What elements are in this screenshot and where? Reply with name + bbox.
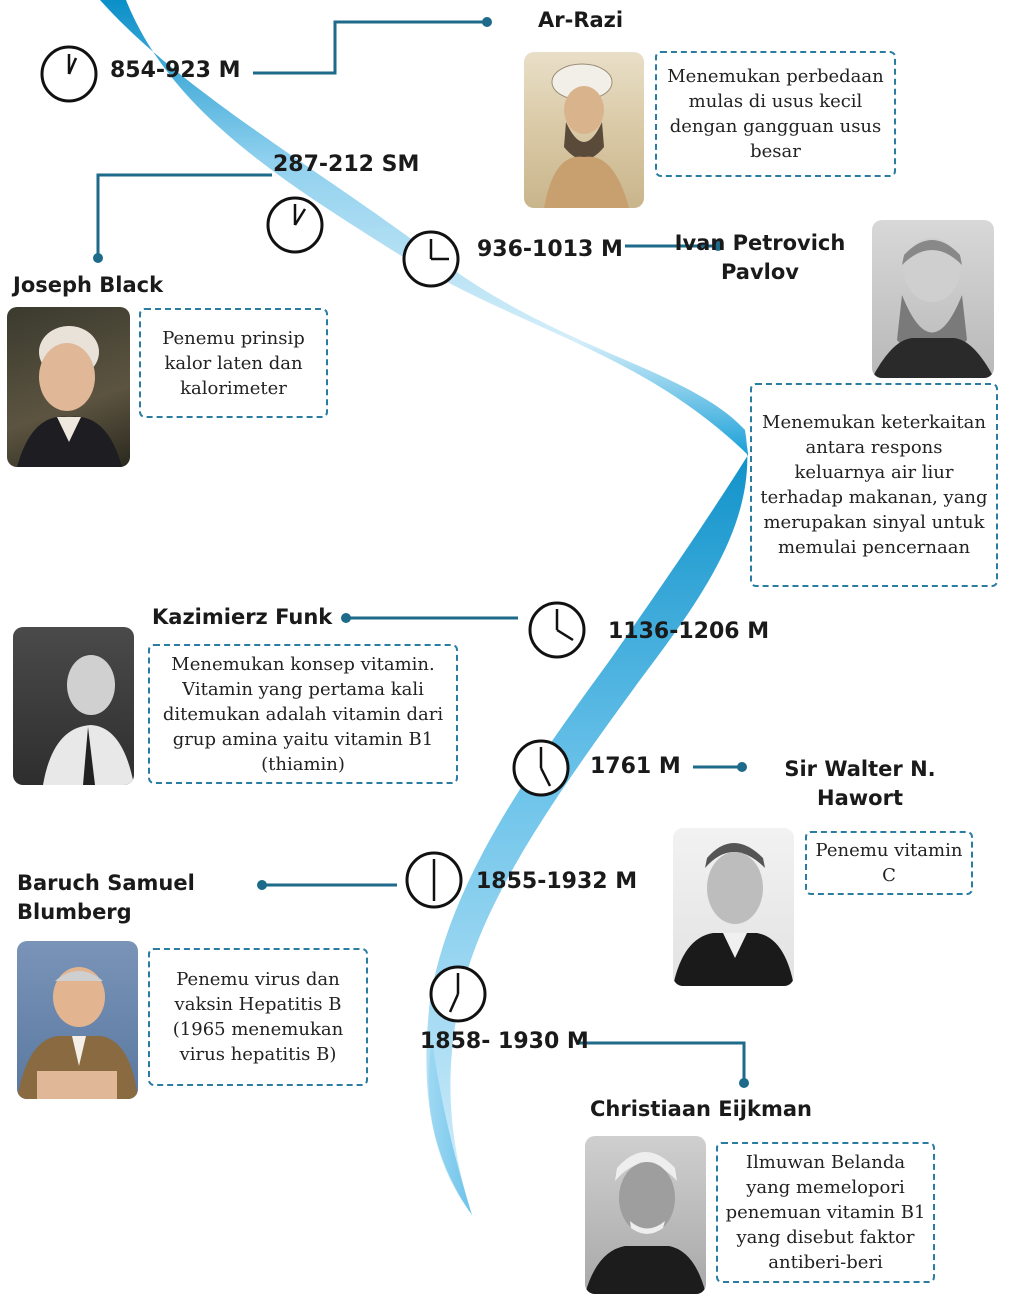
scientist-name: Ar-Razi — [538, 8, 624, 32]
description-box: Penemu vitamin C — [805, 831, 973, 895]
scientist-name: Joseph Black — [13, 273, 164, 297]
connector-dot — [93, 253, 103, 263]
portrait-joseph-black — [7, 307, 130, 467]
clock-icon — [266, 196, 324, 254]
description-box: Ilmuwan Belanda yang memelopori penemuan… — [716, 1142, 935, 1283]
description-box: Penemu prinsip kalor laten dan kalorimet… — [139, 308, 328, 418]
portrait-haworth — [673, 828, 794, 986]
portrait-ar-razi — [524, 52, 644, 208]
date-label: 854-923 M — [110, 58, 241, 83]
description-box: Menemukan keterkaitan antara respons kel… — [750, 383, 998, 587]
date-label: 1136-1206 M — [608, 619, 770, 644]
connector-dot — [482, 17, 492, 27]
scientist-name: Christiaan Eijkman — [590, 1097, 812, 1121]
connector-dot — [257, 880, 267, 890]
scientist-name: Ivan Petrovich Pavlov — [674, 231, 846, 284]
scientist-name: Baruch Samuel Blumberg — [17, 871, 195, 924]
portrait-funk — [13, 627, 134, 785]
clock-icon — [528, 601, 586, 659]
clock-icon — [405, 851, 463, 909]
clock-icon — [429, 965, 487, 1023]
connector-dot — [739, 1078, 749, 1088]
description-box: Penemu virus dan vaksin Hepatitis B (196… — [148, 948, 368, 1086]
description-box: Menemukan konsep vitamin. Vitamin yang p… — [148, 644, 458, 784]
clock-icon — [512, 739, 570, 797]
scientist-name: Sir Walter N. Hawort — [784, 757, 936, 810]
portrait-eijkman — [585, 1136, 706, 1294]
connector-dot — [713, 241, 723, 251]
clock-icon — [40, 45, 98, 103]
date-label: 1855-1932 M — [476, 869, 638, 894]
scientist-name: Kazimierz Funk — [152, 605, 333, 629]
clock-icon — [402, 230, 460, 288]
date-label: 1858- 1930 M — [420, 1029, 589, 1054]
date-label: 287-212 SM — [273, 152, 420, 177]
portrait-blumberg — [17, 941, 138, 1099]
date-label: 936-1013 M — [477, 237, 623, 262]
portrait-pavlov — [872, 220, 994, 378]
description-box: Menemukan perbedaan mulas di usus kecil … — [655, 51, 896, 177]
date-label: 1761 M — [590, 754, 681, 779]
connector-dot — [341, 613, 351, 623]
connector-dot — [737, 762, 747, 772]
